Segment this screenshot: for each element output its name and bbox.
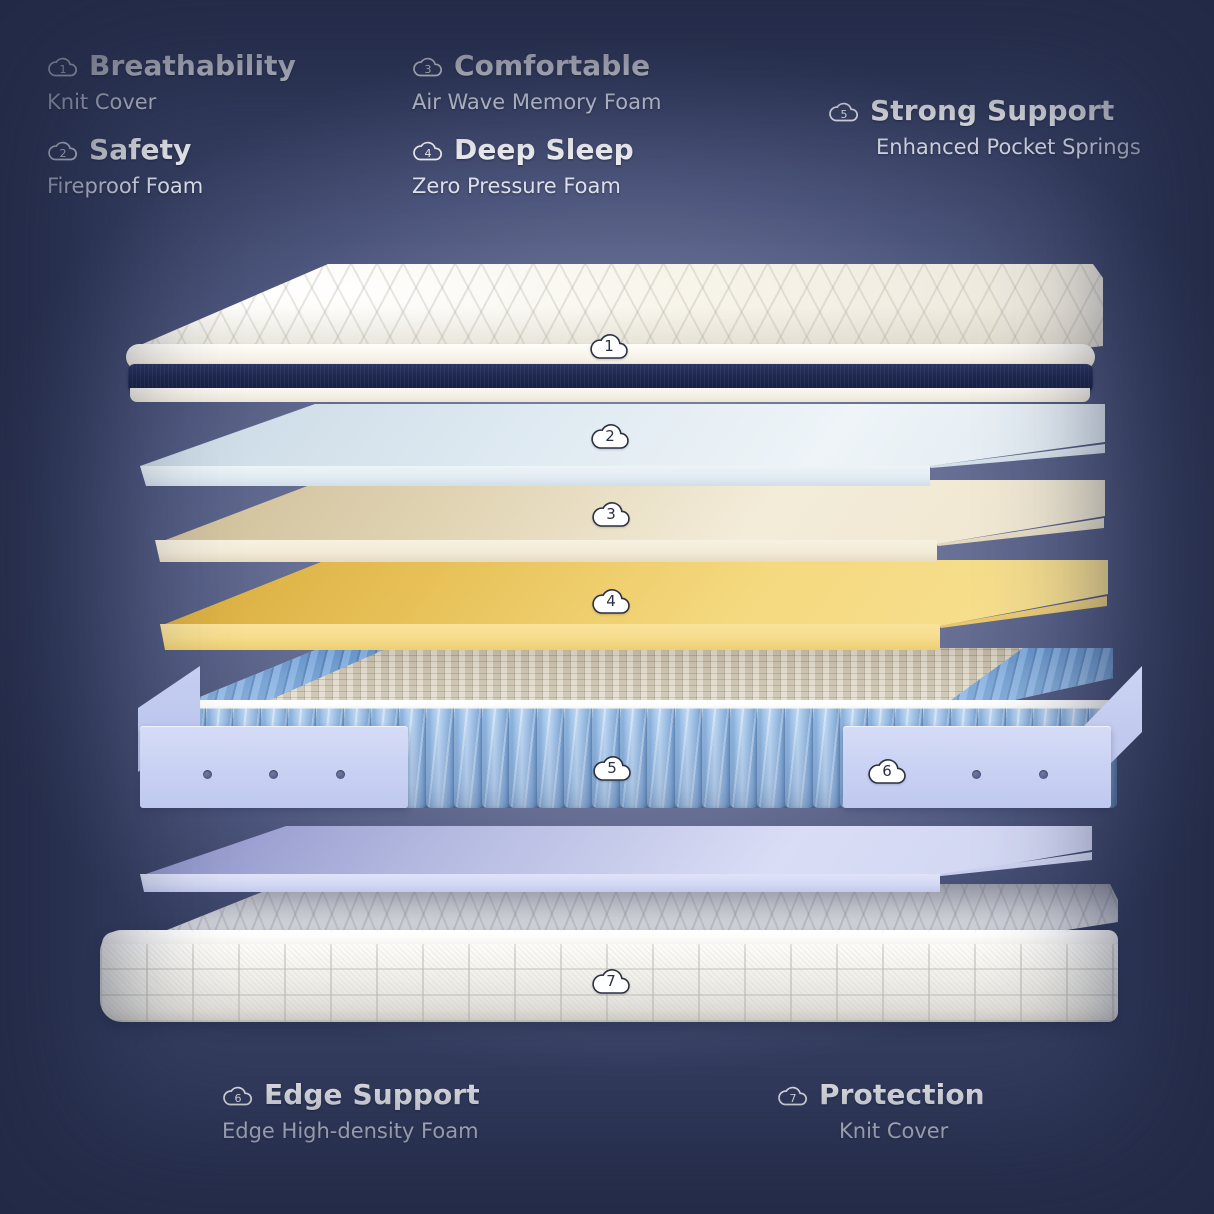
- feature-subtitle: Fireproof Foam: [47, 174, 204, 198]
- badge-number: 4: [606, 592, 616, 610]
- layer-badge-2: 2: [589, 420, 631, 452]
- pocket-spring: [564, 700, 593, 808]
- vent-hole: [269, 770, 279, 779]
- cloud-number-icon: 2: [48, 141, 77, 161]
- memory-foam-front-face: [155, 540, 937, 562]
- feature-strong-support: 5 Strong Support Enhanced Pocket Springs: [828, 97, 1141, 158]
- badge-number: 6: [882, 762, 892, 780]
- feature-subtitle: Zero Pressure Foam: [412, 174, 621, 198]
- pocket-spring: [785, 700, 814, 808]
- feature-safety: 2 Safety Fireproof Foam: [47, 136, 203, 197]
- cloud-number-icon: 7: [778, 1086, 807, 1106]
- pocket-spring: [702, 700, 731, 808]
- cloud-number-icon: 3: [413, 57, 442, 77]
- top-cover-underside: [130, 388, 1090, 402]
- layer-memory-foam: [155, 480, 1105, 568]
- memory-foam-top-face: [155, 480, 1105, 544]
- pocket-spring: [674, 700, 704, 808]
- feature-deep-sleep: 4 Deep Sleep Zero Pressure Foam: [412, 136, 634, 197]
- feature-comfortable: 3 Comfortable Air Wave Memory Foam: [412, 52, 661, 113]
- feature-title: Safety: [89, 133, 192, 166]
- edge-support-rail-left: [140, 726, 408, 808]
- base-piping: [102, 932, 1116, 944]
- cloud-badge-icon: [593, 756, 631, 781]
- cloud-number-icon: 1: [48, 57, 77, 77]
- cloud-icon-number: 5: [841, 108, 848, 121]
- layer-knit-cover-base: [100, 882, 1118, 1022]
- layer-pocket-springs: [138, 648, 1142, 828]
- cloud-icon-number: 6: [235, 1092, 242, 1105]
- badge-number: 1: [604, 337, 614, 355]
- feature-title: Comfortable: [454, 49, 651, 82]
- zero-pressure-front-face: [160, 624, 940, 650]
- vent-hole: [1039, 770, 1049, 779]
- cloud-icon-number: 2: [60, 147, 67, 160]
- vent-hole: [202, 770, 212, 779]
- base-foam-top-face: [140, 826, 1092, 876]
- badge-number: 7: [606, 972, 616, 990]
- edge-vent-holes: [843, 770, 1111, 779]
- cloud-badge-icon: [868, 759, 906, 784]
- layer-knit-cover-top: [118, 258, 1103, 403]
- pocket-spring: [591, 700, 621, 808]
- cloud-number-icon: 4: [413, 141, 442, 161]
- layer-badge-4: 4: [590, 585, 632, 617]
- badge-number: 3: [606, 505, 616, 523]
- cloud-icon-number: 7: [790, 1092, 797, 1105]
- pocket-spring: [481, 700, 511, 808]
- edge-vent-holes: [140, 770, 408, 779]
- vent-hole: [972, 770, 982, 779]
- cloud-icon-number: 4: [425, 147, 432, 160]
- cloud-badge-icon: [592, 589, 630, 614]
- feature-subtitle: Knit Cover: [47, 90, 157, 114]
- feature-title: Edge Support: [264, 1078, 480, 1111]
- pocket-spring: [729, 700, 759, 808]
- navy-border-band: [128, 364, 1093, 392]
- pocket-spring: [536, 700, 566, 808]
- pocket-spring: [453, 700, 483, 808]
- feature-title: Deep Sleep: [454, 133, 634, 166]
- cloud-number-icon: 6: [223, 1086, 252, 1106]
- cloud-badge-icon: [590, 334, 628, 359]
- pocket-spring: [757, 700, 787, 808]
- badge-number: 5: [607, 759, 617, 777]
- cloud-badge-icon: [591, 424, 629, 449]
- feature-breathability: 1 Breathability Knit Cover: [47, 52, 296, 113]
- pocket-spring: [426, 700, 455, 808]
- cloud-badge-icon: [592, 502, 630, 527]
- pocket-spring: [647, 700, 676, 808]
- vent-hole: [336, 770, 346, 779]
- feature-protection: 7 Protection Knit Cover: [777, 1081, 985, 1142]
- fireproof-foam-front-face: [140, 466, 930, 486]
- cloud-number-icon: 5: [829, 102, 858, 122]
- layer-badge-5: 5: [591, 752, 633, 784]
- layer-base-foam: [140, 826, 1092, 898]
- feature-subtitle: Enhanced Pocket Springs: [876, 135, 1141, 159]
- cloud-icon-number: 3: [425, 63, 432, 76]
- feature-title: Strong Support: [870, 94, 1115, 127]
- layer-badge-7: 7: [590, 965, 632, 997]
- layer-zero-pressure-foam: [160, 560, 1108, 658]
- layer-badge-3: 3: [590, 498, 632, 530]
- badge-number: 2: [605, 427, 615, 445]
- cloud-icon-number: 1: [60, 63, 67, 76]
- feature-title: Breathability: [89, 49, 297, 82]
- feature-edge-support: 6 Edge Support Edge High-density Foam: [222, 1081, 480, 1142]
- pocket-spring: [619, 700, 649, 808]
- zero-pressure-top-face: [160, 560, 1108, 626]
- feature-subtitle: Edge High-density Foam: [222, 1119, 479, 1143]
- base-foam-front-face: [140, 874, 940, 892]
- layer-badge-6: 6: [866, 755, 908, 787]
- layer-badge-1: 1: [588, 330, 630, 362]
- feature-subtitle: Knit Cover: [839, 1119, 949, 1143]
- pocket-spring: [509, 700, 538, 808]
- pocket-spring: [812, 700, 842, 808]
- feature-title: Protection: [819, 1078, 985, 1111]
- feature-subtitle: Air Wave Memory Foam: [412, 90, 662, 114]
